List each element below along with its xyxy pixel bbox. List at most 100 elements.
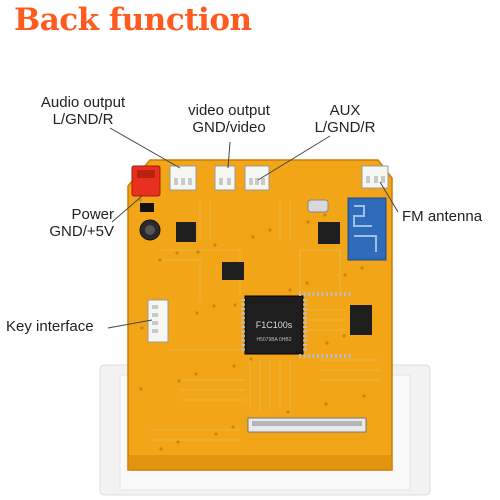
chip-pin bbox=[303, 330, 307, 333]
pcb-via bbox=[175, 251, 179, 255]
chip-pin bbox=[312, 354, 315, 358]
chip-pin bbox=[317, 354, 319, 358]
small-chip-4 bbox=[350, 305, 372, 335]
chip-pin bbox=[241, 321, 245, 324]
fm-antenna-label: FM antenna bbox=[402, 208, 483, 225]
pcb-via bbox=[288, 288, 292, 292]
main-chip-marking-2: H5079BA 0HB2 bbox=[256, 337, 291, 343]
main-chip bbox=[244, 295, 304, 355]
pcb-via bbox=[324, 402, 328, 406]
chip-pin bbox=[299, 354, 301, 358]
chip-pin bbox=[344, 354, 346, 358]
pcb-via bbox=[158, 258, 162, 262]
chip-pin bbox=[308, 354, 310, 358]
leader-video bbox=[227, 141, 231, 169]
power-label: Power GND/+5V bbox=[49, 206, 114, 240]
chip-pin bbox=[321, 292, 324, 296]
chip-pin bbox=[303, 326, 307, 328]
leader-audio bbox=[109, 127, 181, 169]
power-connector-pins bbox=[137, 170, 155, 178]
chip-pin bbox=[335, 354, 337, 358]
chip-pin bbox=[303, 335, 307, 337]
pcb-via bbox=[196, 250, 200, 254]
bluetooth-module bbox=[347, 197, 387, 261]
chip-pin bbox=[303, 299, 307, 301]
chip-pin bbox=[339, 292, 342, 296]
pcb-via bbox=[286, 410, 290, 414]
leader-key bbox=[107, 319, 153, 329]
chip-pin bbox=[241, 299, 245, 301]
aux-label: AUX L/GND/R bbox=[314, 102, 376, 136]
main-chip-marking: F1C100s bbox=[256, 320, 293, 330]
chip-pin bbox=[241, 308, 245, 310]
chip-pin bbox=[241, 303, 245, 306]
pcb-via bbox=[305, 281, 309, 285]
chip-pin bbox=[241, 348, 245, 351]
pcb-via bbox=[268, 228, 272, 232]
chip-pin bbox=[339, 354, 342, 358]
chip-pin bbox=[321, 354, 324, 358]
leader-aux bbox=[257, 135, 331, 181]
main-chip-pins bbox=[241, 292, 351, 358]
crystal bbox=[307, 199, 329, 213]
chip-pin bbox=[303, 292, 306, 296]
pcb-via bbox=[194, 372, 198, 376]
pcb-via bbox=[306, 220, 310, 224]
small-chip-1 bbox=[318, 222, 340, 244]
small-chip-3 bbox=[176, 222, 196, 242]
chip-pin bbox=[303, 354, 306, 358]
pcb-via bbox=[343, 273, 347, 277]
video-output-connector bbox=[214, 165, 236, 191]
key-interface-label: Key interface bbox=[6, 318, 94, 335]
pcb-via bbox=[323, 213, 327, 217]
pcb-via bbox=[195, 311, 199, 315]
chip-pin bbox=[241, 344, 245, 346]
chip-pin bbox=[348, 292, 351, 296]
pcb-via bbox=[139, 387, 143, 391]
chip-pin bbox=[330, 354, 333, 358]
pcb-edge-bottom bbox=[128, 455, 392, 470]
leader-power bbox=[111, 195, 143, 223]
chip-pin bbox=[241, 312, 245, 315]
pcb-via bbox=[232, 364, 236, 368]
chip-pin bbox=[303, 321, 307, 324]
audio-output-label: Audio output L/GND/R bbox=[40, 94, 126, 128]
chip-pin bbox=[330, 292, 333, 296]
page-title: Back function bbox=[14, 2, 252, 38]
chip-pin bbox=[241, 330, 245, 333]
pcb-via bbox=[159, 447, 163, 451]
connector-pins bbox=[152, 176, 385, 333]
chip-pin bbox=[303, 308, 307, 310]
small-chip-2 bbox=[222, 262, 244, 280]
pcb-via bbox=[251, 235, 255, 239]
pcb-via bbox=[214, 432, 218, 436]
chip-pin bbox=[241, 339, 245, 342]
chip-pin bbox=[303, 348, 307, 351]
chip-pin bbox=[344, 292, 346, 296]
chip-pin bbox=[308, 292, 310, 296]
pcb-via bbox=[325, 341, 329, 345]
pcb-via bbox=[249, 357, 253, 361]
pcb-via bbox=[231, 425, 235, 429]
chip-pin bbox=[303, 344, 307, 346]
pcb-via bbox=[360, 266, 364, 270]
chip-pin bbox=[326, 354, 328, 358]
chip-pin bbox=[303, 312, 307, 315]
pcb-via bbox=[362, 394, 366, 398]
video-output-label: video output GND/video bbox=[188, 102, 270, 136]
chip-pin bbox=[312, 292, 315, 296]
chip-pin bbox=[326, 292, 328, 296]
leader-fm bbox=[379, 181, 399, 213]
chip-pin bbox=[241, 317, 245, 319]
chip-pin bbox=[335, 292, 337, 296]
pcb-via bbox=[213, 243, 217, 247]
pcb-via bbox=[177, 379, 181, 383]
pcb-via bbox=[342, 334, 346, 338]
chip-pin bbox=[241, 335, 245, 337]
pcb-via bbox=[138, 198, 142, 202]
chip-pin bbox=[241, 326, 245, 328]
chip-pin bbox=[317, 292, 319, 296]
chip-pin bbox=[303, 303, 307, 306]
pcb-traces bbox=[150, 200, 380, 441]
